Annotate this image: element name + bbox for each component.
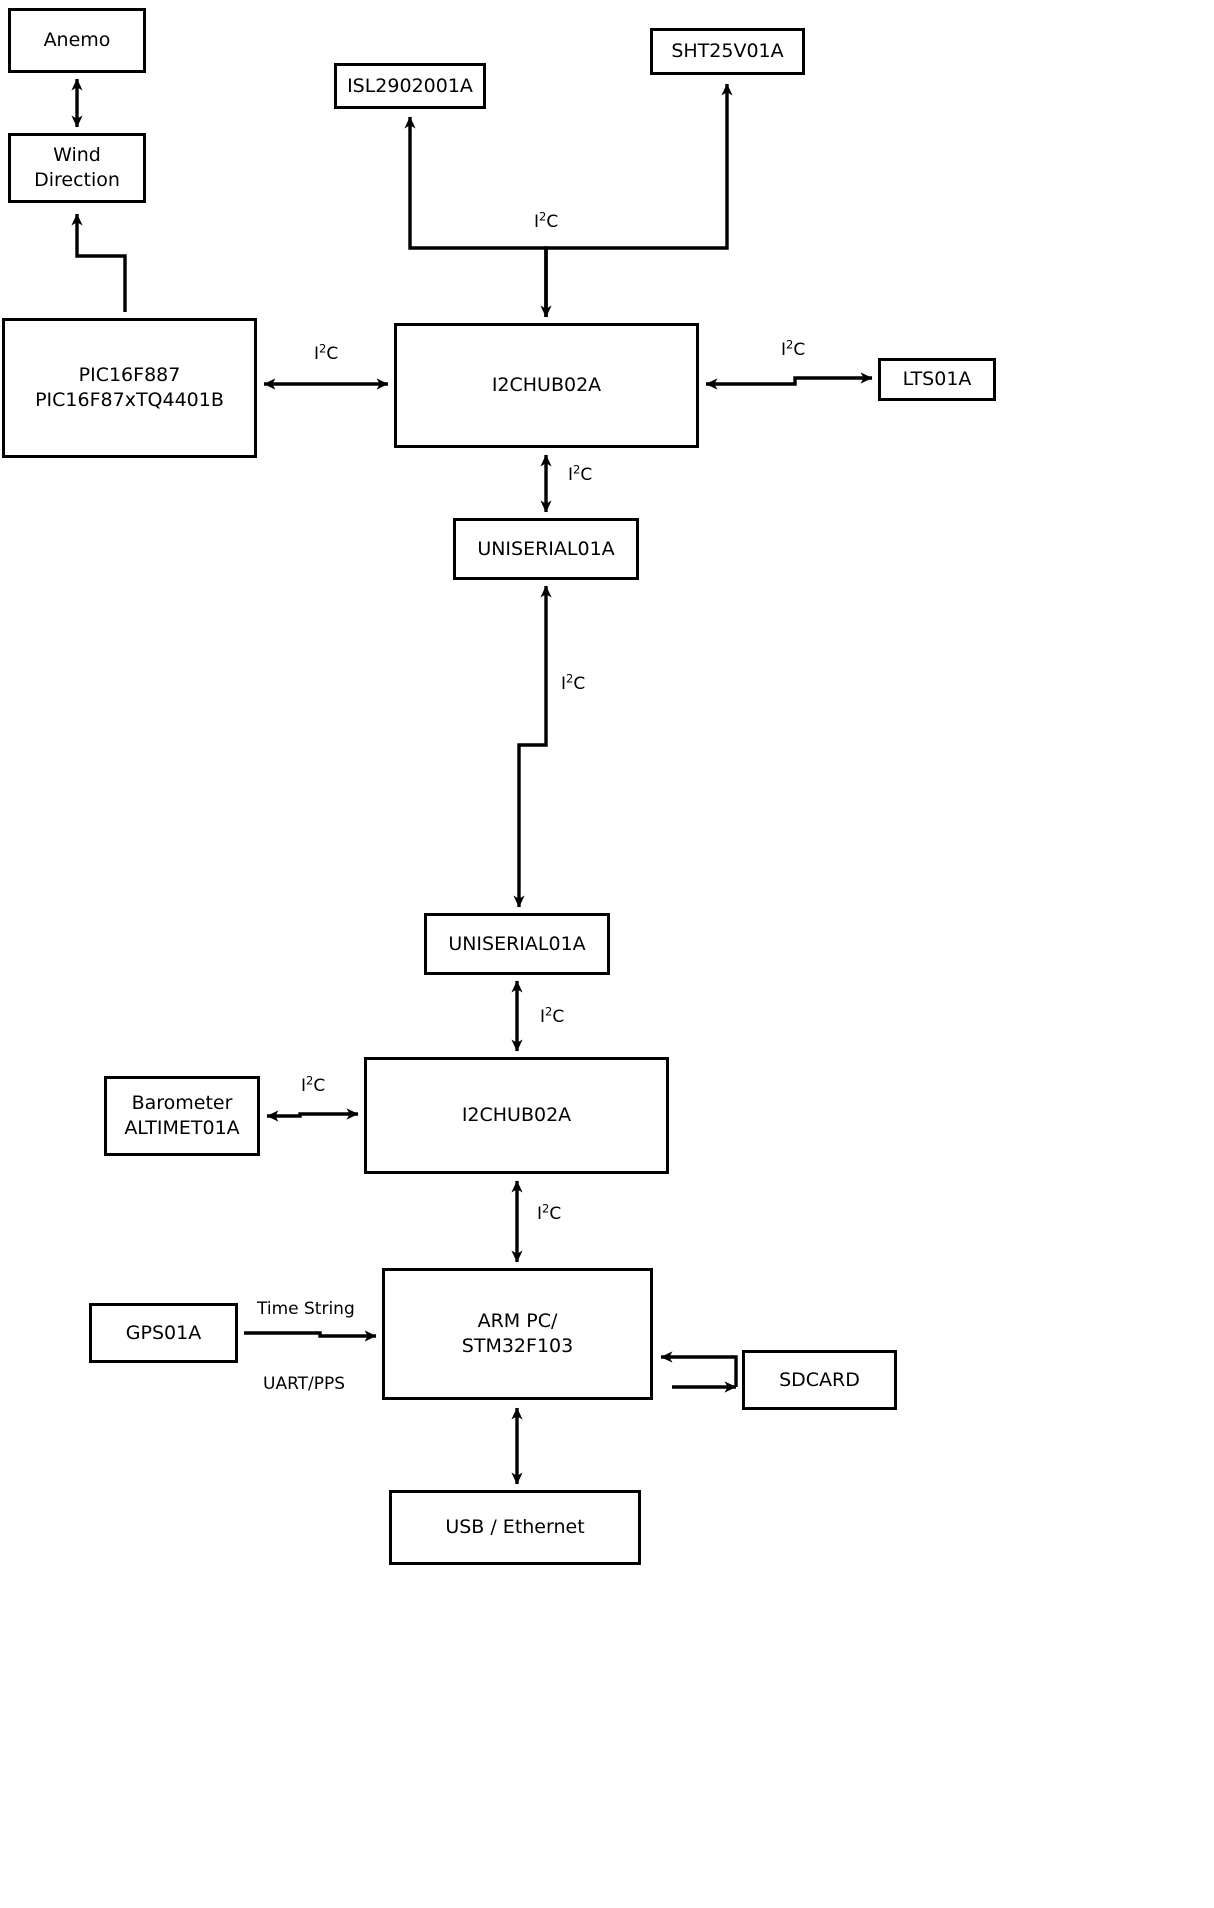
edge-label-i2c-barometer-hub: I2C — [301, 1075, 326, 1096]
edge-label-time-string: Time String — [257, 1300, 355, 1319]
conn-pic-winddir — [71, 213, 127, 312]
edge-label-text: I — [301, 1076, 307, 1096]
node-pic-microcontroller-label: PIC16F887 PIC16F87xTQ4401B — [35, 364, 224, 411]
edge-label-text: Time String — [257, 1299, 355, 1319]
edge-label-text-post: C — [326, 344, 339, 364]
edge-label-text-post: C — [313, 1076, 326, 1096]
conn-armpc-sdcard — [661, 1357, 736, 1387]
edge-label-text-post: C — [580, 465, 593, 485]
edge-label-text: I — [534, 212, 540, 232]
node-sdcard[interactable]: SDCARD — [742, 1350, 897, 1410]
node-usb-ethernet-label: USB / Ethernet — [445, 1516, 585, 1539]
node-uniserial01a-upper[interactable]: UNISERIAL01A — [453, 518, 639, 580]
node-sht25v01a-label: SHT25V01A — [671, 40, 784, 63]
node-barometer-altimet01a-label: Barometer ALTIMET01A — [124, 1092, 240, 1139]
edge-label-i2c-hub-uniserial-upper: I2C — [568, 464, 593, 485]
edge-label-sup: 2 — [306, 1073, 314, 1088]
node-wind-direction-label: Wind Direction — [34, 144, 120, 191]
node-sdcard-label: SDCARD — [779, 1368, 860, 1391]
node-uniserial01a-upper-label: UNISERIAL01A — [477, 537, 615, 560]
edge-label-text: I — [540, 1007, 546, 1027]
node-gps01a-label: GPS01A — [125, 1321, 202, 1344]
edge-label-text-post: C — [573, 674, 586, 694]
edge-label-uart-pps: UART/PPS — [263, 1375, 345, 1394]
node-anemo-label: Anemo — [43, 29, 111, 52]
edge-label-text-post: C — [552, 1007, 565, 1027]
edge-label-i2c-uniserial-hub-bottom: I2C — [540, 1006, 565, 1027]
node-arm-pc-stm32f103[interactable]: ARM PC/ STM32F103 — [382, 1268, 653, 1400]
edge-label-text-post: C — [549, 1204, 562, 1224]
node-sht25v01a[interactable]: SHT25V01A — [650, 28, 805, 75]
conn-hubtop-sht — [544, 83, 733, 317]
node-gps01a[interactable]: GPS01A — [89, 1303, 238, 1363]
edge-label-text: I — [781, 340, 787, 360]
node-barometer-altimet01a[interactable]: Barometer ALTIMET01A — [104, 1076, 260, 1156]
conn-hubtop-isl — [404, 116, 548, 317]
node-isl2902001a-label: ISL2902001A — [347, 74, 473, 97]
node-i2chub02a-top[interactable]: I2CHUB02A — [394, 323, 699, 448]
edge-label-sup: 2 — [573, 462, 581, 477]
conn-uniserial1-uniserial2 — [513, 585, 552, 908]
node-uniserial01a-lower-label: UNISERIAL01A — [448, 932, 586, 955]
node-anemo[interactable]: Anemo — [8, 8, 146, 73]
edge-label-text: UART/PPS — [263, 1374, 346, 1394]
edge-label-sup: 2 — [319, 341, 327, 356]
conn-hubtop-lts — [705, 372, 873, 390]
edge-label-text: I — [561, 674, 567, 694]
node-lts01a[interactable]: LTS01A — [878, 358, 996, 401]
edge-label-i2c-uniserial-link: I2C — [561, 673, 586, 694]
edge-label-sup: 2 — [566, 671, 574, 686]
edge-label-sup: 2 — [539, 209, 547, 224]
node-isl2902001a[interactable]: ISL2902001A — [334, 63, 486, 109]
node-i2chub02a-bottom[interactable]: I2CHUB02A — [364, 1057, 669, 1174]
edge-label-i2c-hub-lts: I2C — [781, 339, 806, 360]
conn-gps-armpc — [244, 1330, 377, 1342]
conn-barometer-hubbottom — [266, 1108, 359, 1122]
edge-label-i2c-top-hub: I2C — [534, 211, 559, 232]
node-i2chub02a-top-label: I2CHUB02A — [491, 374, 602, 397]
node-lts01a-label: LTS01A — [902, 368, 972, 391]
edge-label-sup: 2 — [545, 1004, 553, 1019]
edge-label-text-post: C — [546, 212, 559, 232]
edge-label-i2c-hub-arm: I2C — [537, 1203, 562, 1224]
node-uniserial01a-lower[interactable]: UNISERIAL01A — [424, 913, 610, 975]
edge-label-i2c-pic-hub: I2C — [314, 343, 339, 364]
conn-sdcard-armpc — [660, 1351, 738, 1387]
edge-label-text: I — [537, 1204, 543, 1224]
node-arm-pc-stm32f103-label: ARM PC/ STM32F103 — [461, 1310, 574, 1357]
edge-label-text: I — [314, 344, 320, 364]
edge-label-sup: 2 — [786, 337, 794, 352]
node-i2chub02a-bottom-label: I2CHUB02A — [461, 1104, 572, 1127]
node-wind-direction[interactable]: Wind Direction — [8, 133, 146, 203]
edge-label-text-post: C — [793, 340, 806, 360]
node-usb-ethernet[interactable]: USB / Ethernet — [389, 1490, 641, 1565]
edge-label-text: I — [568, 465, 574, 485]
edge-label-sup: 2 — [542, 1201, 550, 1216]
node-pic-microcontroller[interactable]: PIC16F887 PIC16F87xTQ4401B — [2, 318, 257, 458]
